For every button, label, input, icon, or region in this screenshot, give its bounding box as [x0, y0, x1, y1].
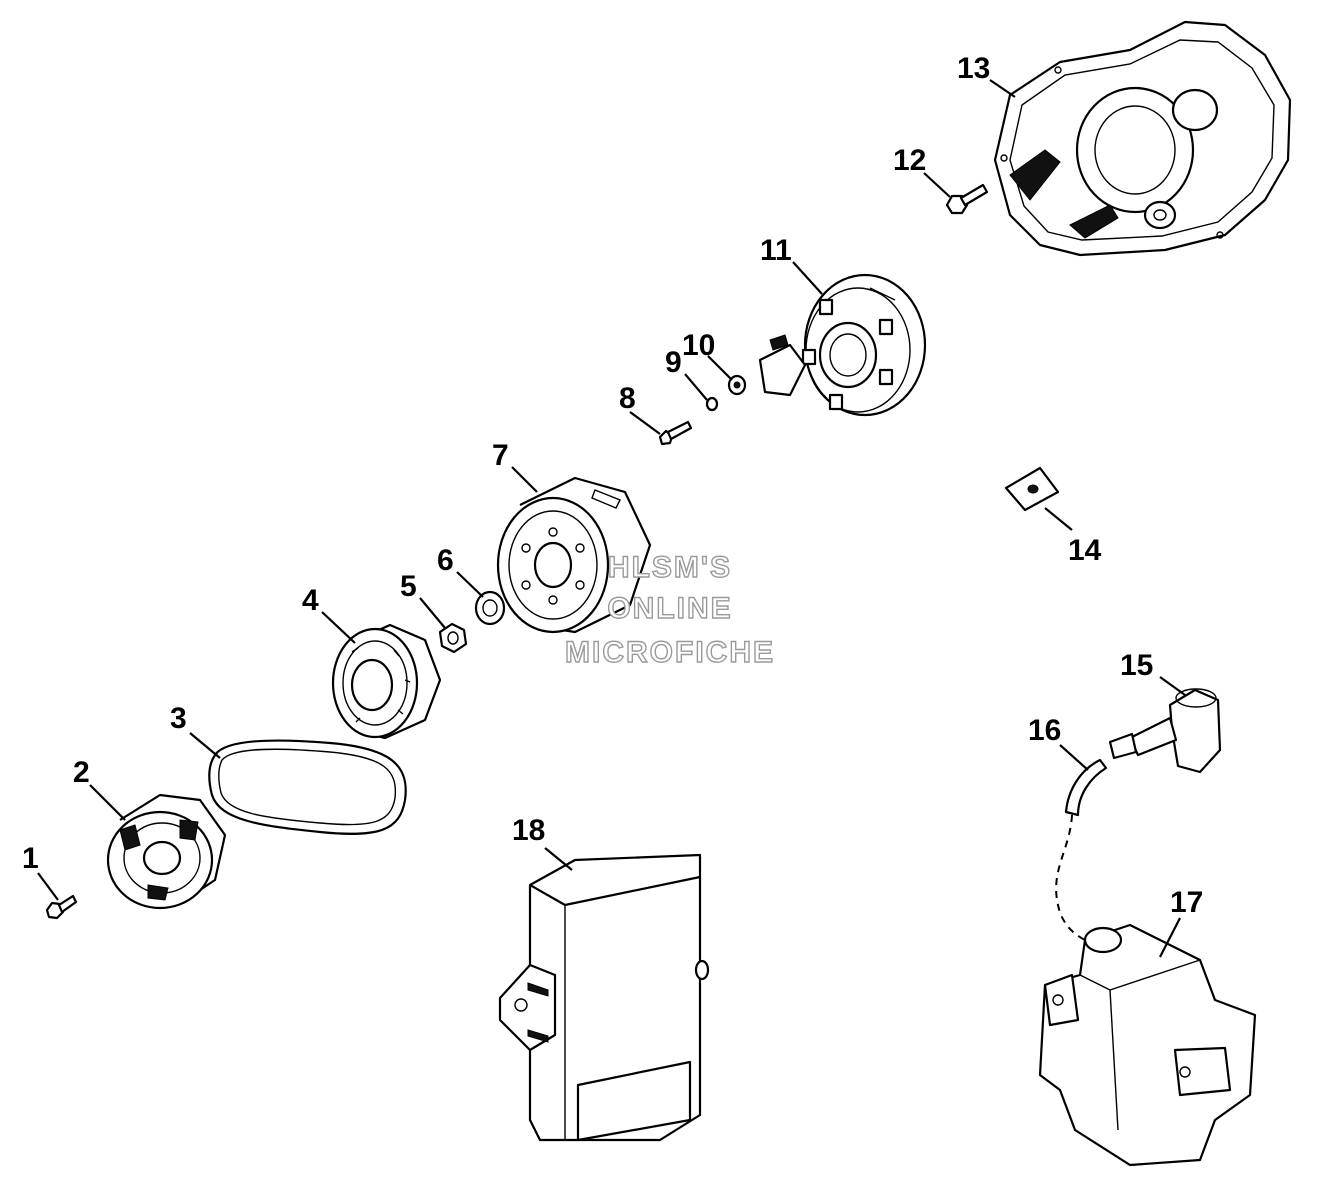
watermark: HLSM'S ONLINE MICROFICHE	[564, 550, 775, 669]
callout-18: 18	[512, 814, 545, 847]
part-3-belt	[208, 739, 407, 835]
part-9-lockwasher	[705, 396, 719, 412]
callout-7: 7	[492, 439, 509, 472]
part-17-coil	[1038, 923, 1257, 1167]
watermark-line-2: ONLINE	[607, 592, 732, 625]
callout-6: 6	[437, 544, 454, 577]
part-10-washer	[727, 374, 747, 396]
watermark-line-1: HLSM'S	[608, 551, 732, 584]
part-1-bolt	[45, 894, 78, 920]
callout-8: 8	[619, 382, 636, 415]
callout-2: 2	[73, 756, 90, 789]
callout-12: 12	[893, 144, 926, 177]
part-12-bolt	[945, 183, 989, 215]
callout-3: 3	[170, 702, 187, 735]
callout-14: 14	[1068, 534, 1102, 567]
part-8-screw	[658, 420, 693, 446]
callout-5: 5	[400, 570, 417, 603]
part-6-washer	[474, 590, 506, 626]
leader-lines	[37, 79, 1186, 958]
part-18-cdi	[498, 853, 710, 1142]
part-4-sprocket	[331, 623, 442, 740]
part-14-clip	[1004, 466, 1060, 512]
callout-13: 13	[957, 52, 990, 85]
callout-11: 11	[760, 234, 792, 267]
callout-17: 17	[1170, 886, 1203, 919]
part-5-nut	[438, 622, 468, 654]
part-7-flywheel	[496, 476, 652, 634]
callouts: 1 2 3 4 5 6 7 8 9 10 11 12 13 14 15 16 1…	[22, 52, 1203, 919]
part-16-lead	[1055, 758, 1108, 941]
part-15-plug-cap	[1108, 688, 1222, 774]
callout-15: 15	[1120, 649, 1153, 682]
callout-1: 1	[22, 842, 39, 875]
part-2-pulley	[106, 793, 227, 910]
part-13-housing	[993, 20, 1292, 257]
callout-10: 10	[682, 329, 715, 362]
watermark-line-3: MICROFICHE	[565, 636, 775, 669]
part-11-stator	[758, 273, 927, 417]
callout-16: 16	[1028, 714, 1061, 747]
callout-4: 4	[302, 584, 319, 617]
callout-9: 9	[665, 346, 682, 379]
